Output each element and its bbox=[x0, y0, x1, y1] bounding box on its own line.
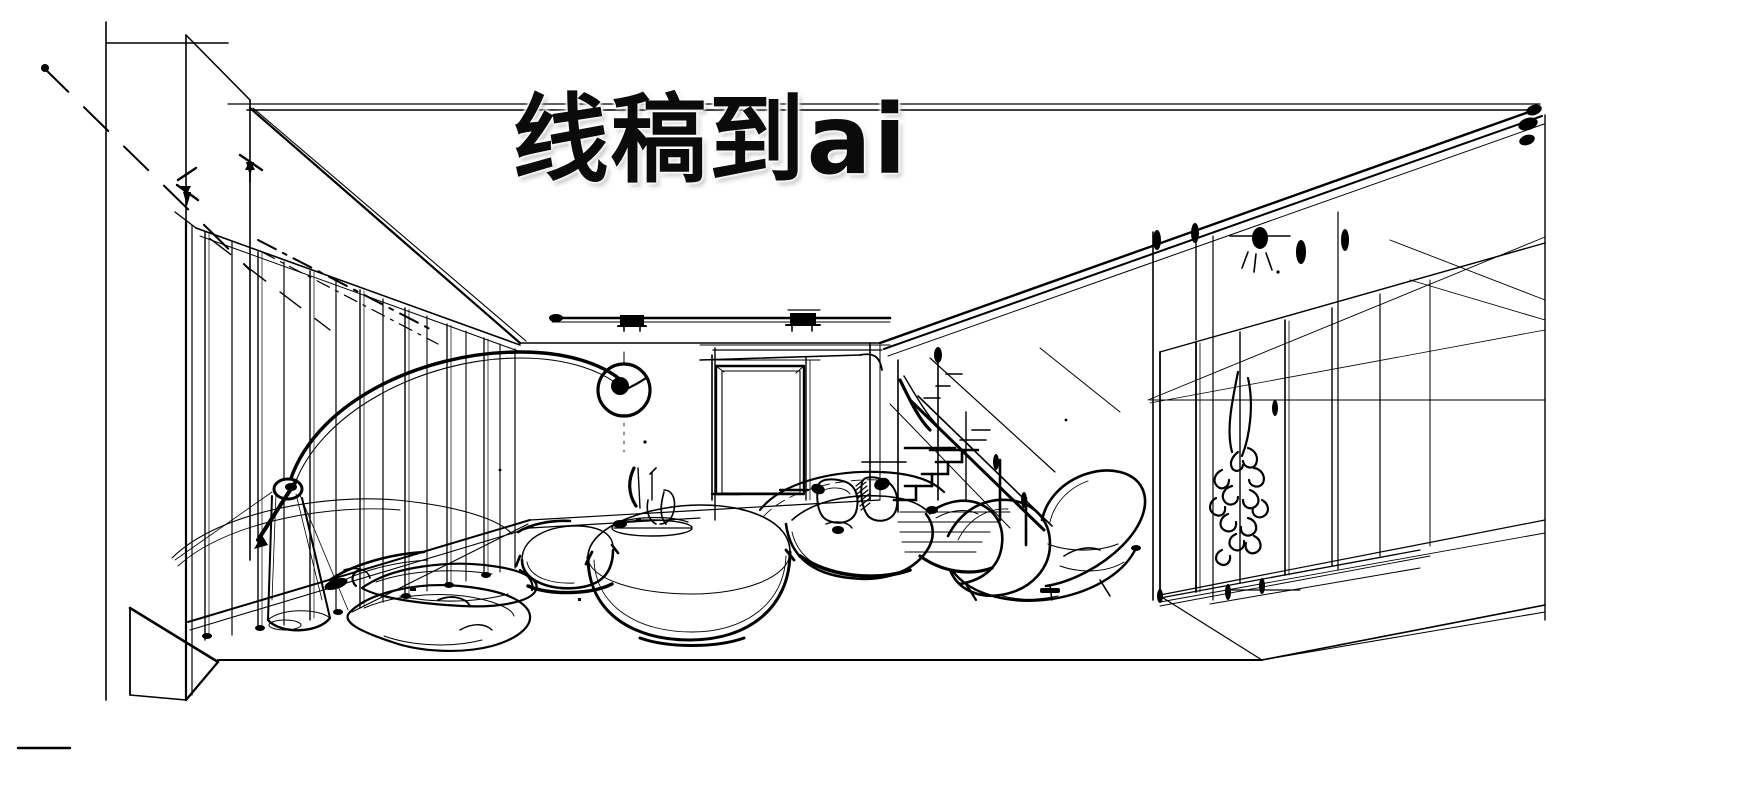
right-glazing-wall bbox=[1149, 114, 1546, 621]
arc-floor-lamp bbox=[174, 350, 652, 632]
room-ceiling-plane bbox=[227, 103, 1545, 357]
ceiling-corner-nodes bbox=[1518, 104, 1542, 146]
lounge-chair bbox=[946, 469, 1147, 602]
ceiling-track-light bbox=[549, 309, 892, 332]
stray-marks bbox=[410, 418, 1068, 601]
floor-rug bbox=[171, 498, 538, 652]
indoor-plant bbox=[1209, 370, 1269, 566]
floor-edge-lines bbox=[351, 499, 1263, 661]
track-spot-2 bbox=[785, 309, 821, 332]
room-floor-plane bbox=[128, 519, 1546, 702]
curved-modular-sofa bbox=[758, 470, 1004, 586]
doorway-frame bbox=[705, 354, 821, 501]
dashed-guide-line bbox=[43, 67, 251, 271]
side-ottoman bbox=[514, 519, 620, 595]
sofa-cushions bbox=[816, 476, 899, 524]
dash-dot-guide bbox=[257, 239, 433, 331]
dimension-arrows bbox=[181, 160, 255, 251]
track-spot-1 bbox=[617, 315, 647, 332]
tabletop-objects bbox=[611, 466, 693, 537]
dashed-guide-line-2 bbox=[174, 211, 331, 331]
staircase bbox=[861, 347, 1121, 553]
ceiling-spot-fixture bbox=[1229, 227, 1291, 273]
dash-dot-guide-2 bbox=[261, 251, 439, 345]
perspective-rays-right bbox=[1147, 236, 1546, 401]
